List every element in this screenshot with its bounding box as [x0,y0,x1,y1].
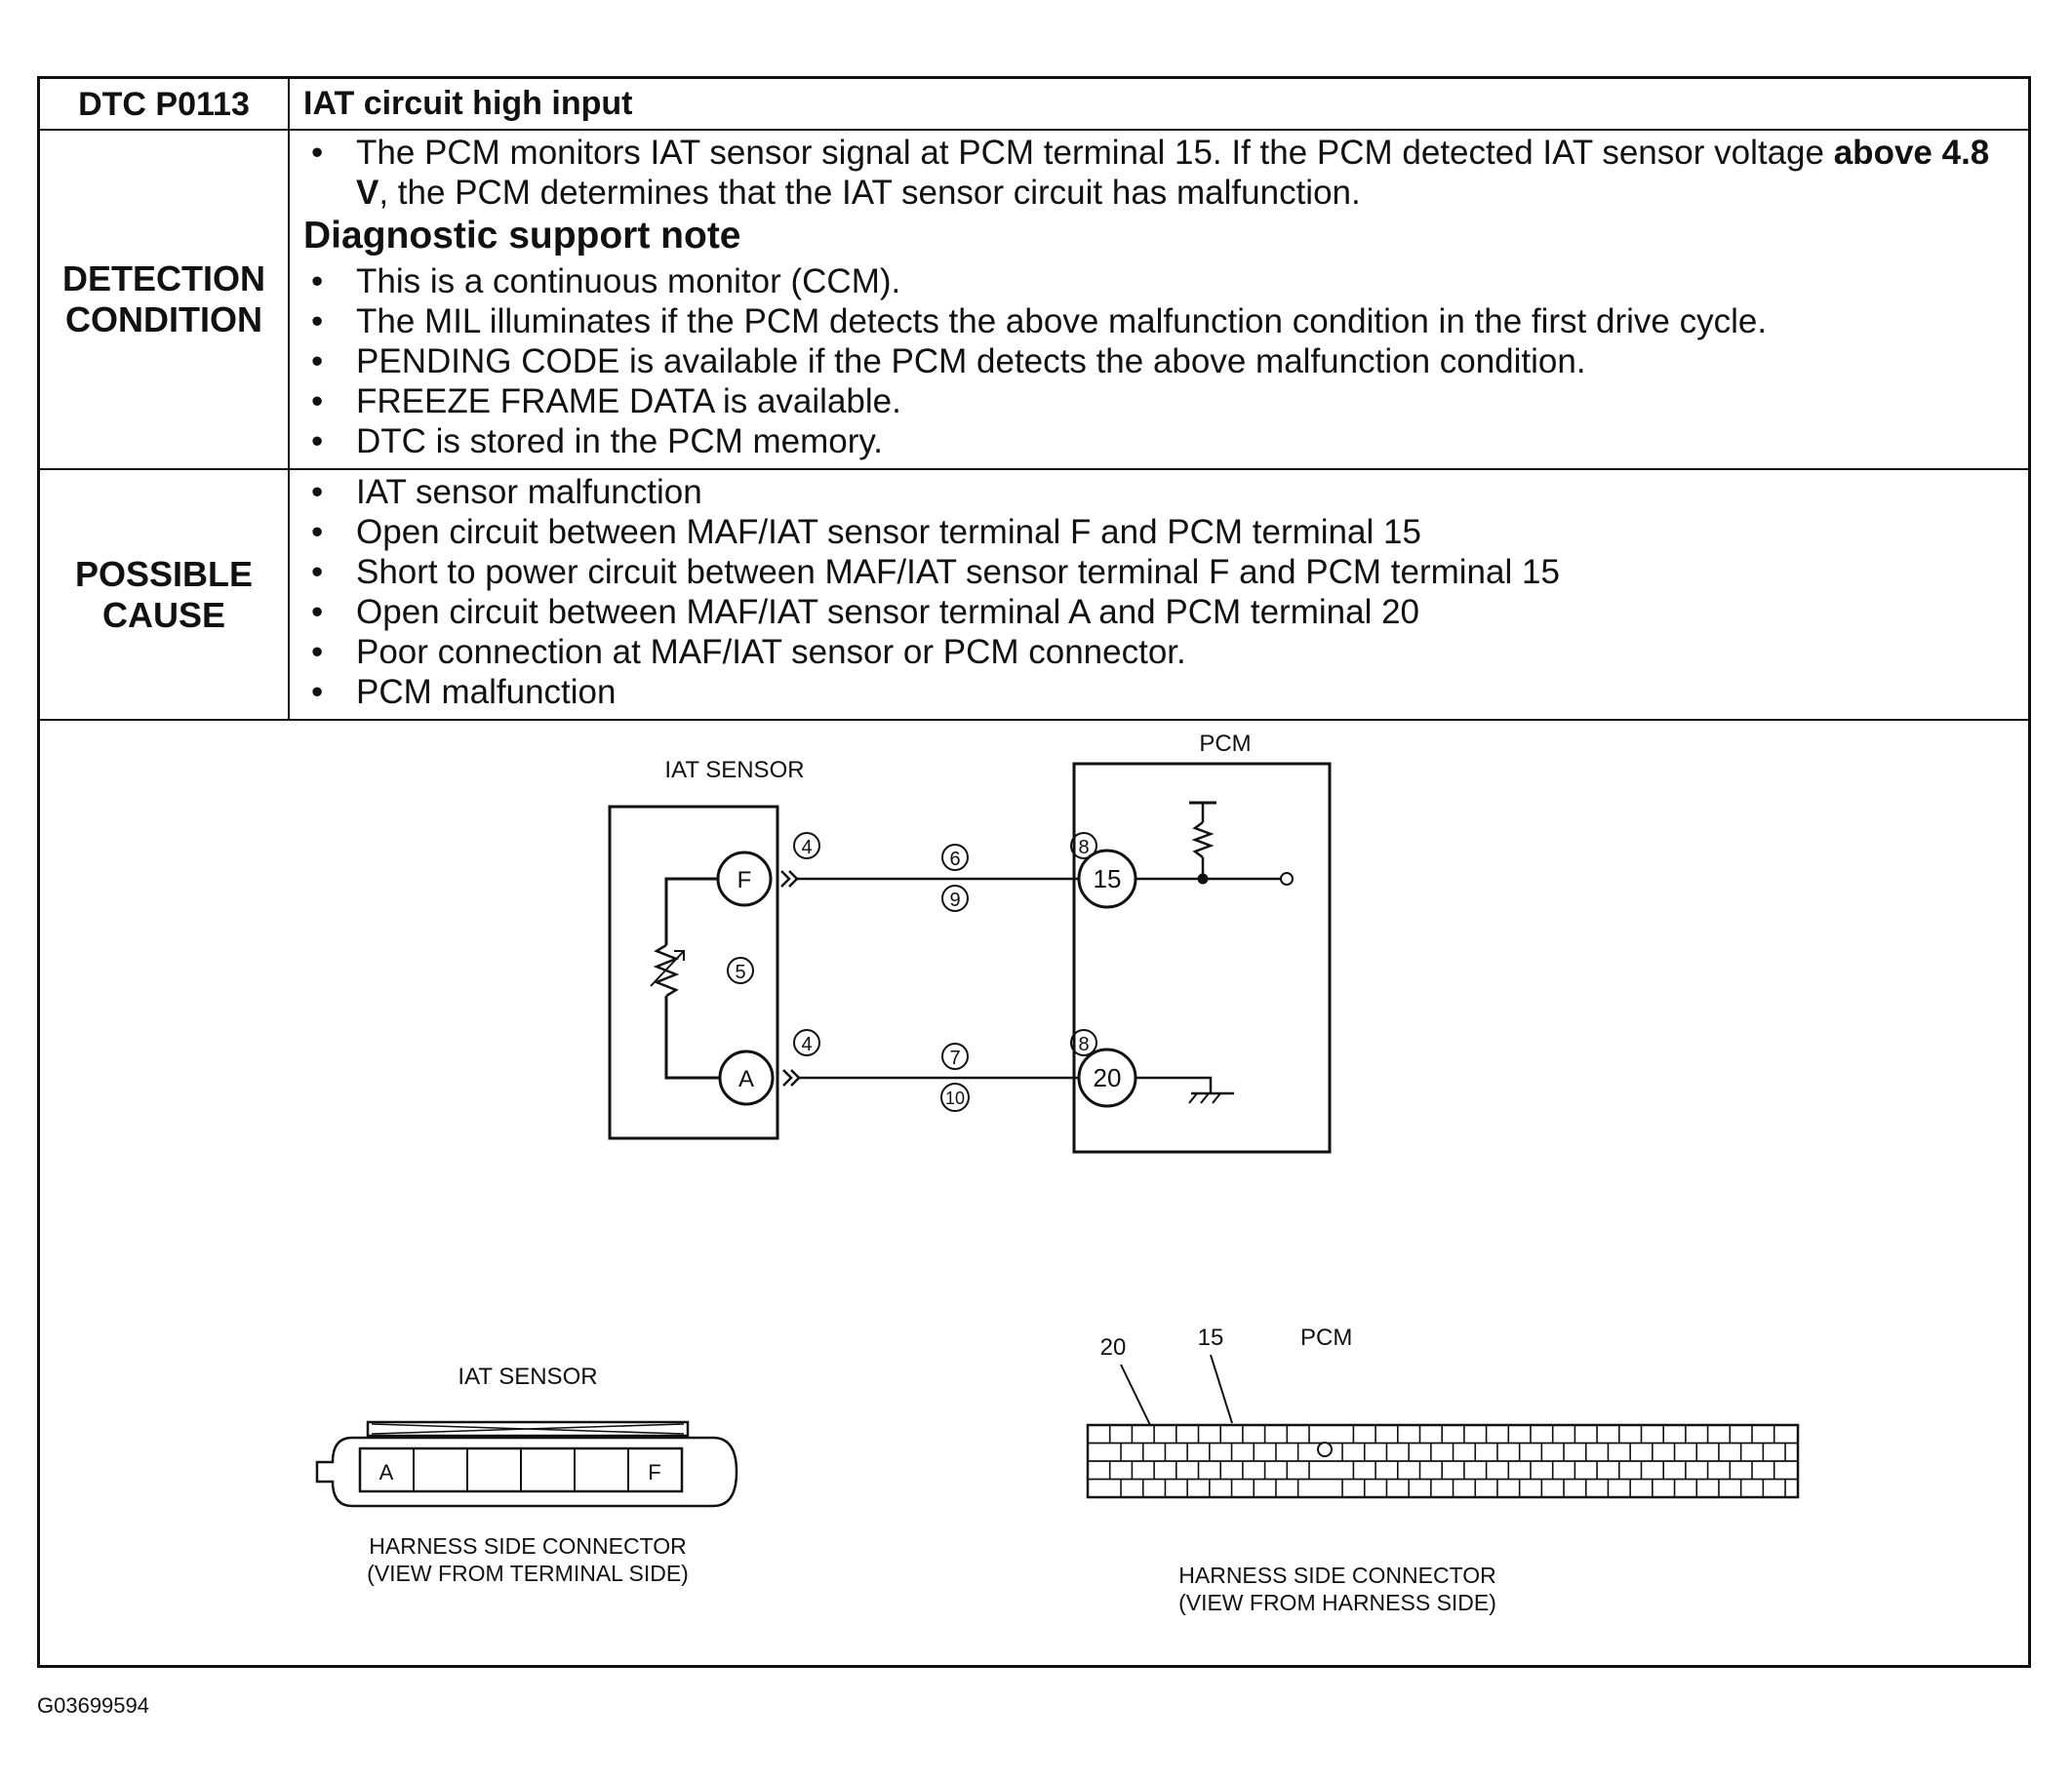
callout-4-text: 4 [801,1034,812,1055]
callout-8-text: 8 [1078,837,1089,858]
pcm-connector-caption-2: (VIEW FROM HARNESS SIDE) [1178,1590,1496,1615]
callout-8 [1070,832,1097,859]
thermistor-arrow [650,950,685,987]
callout-8 [1070,1029,1097,1056]
dtc-title: IAT circuit high input [303,85,633,122]
sensor-pin-f: F [648,1460,660,1485]
dtc-sheet: DTC P0113 IAT circuit high input DETECTI… [37,76,2031,1668]
detection-label-line2: CONDITION [64,299,262,339]
callout-5 [727,957,754,984]
lead-text-1: The PCM monitors IAT sensor signal at PC… [356,134,1834,172]
header-content: IAT circuit high input [290,79,2028,129]
pcm-box-label: PCM [1199,731,1251,757]
thermistor-arrow-head [674,950,685,961]
detection-label-line1: DETECTION [61,258,265,298]
connector-chevron [782,1069,793,1087]
cause-item: IAT sensor malfunction [290,472,2028,512]
ground-symbol [1212,1092,1221,1104]
pcm-terminal-15-label: 15 [1094,864,1122,893]
ground-symbol [1188,1092,1198,1104]
detection-lead-item: The PCM monitors IAT sensor signal at PC… [290,133,2028,213]
sensor-internal-wire [664,877,718,945]
callout-4-text: 4 [801,837,812,858]
support-note-item: DTC is stored in the PCM memory. [290,421,2028,461]
pin15-leader [1210,1354,1233,1424]
support-note-item: The MIL illuminates if the PCM detects t… [290,301,2028,341]
callout-9 [941,885,969,912]
sensor-internal-wire [664,996,720,1080]
support-note-item: This is a continuous monitor (CCM). [290,261,2028,301]
ground-symbol [1200,1092,1210,1104]
pcm-ground-wire [1136,1076,1213,1093]
sensor-connector-caption-2: (VIEW FROM TERMINAL SIDE) [367,1561,689,1586]
sensor-pin-a: A [379,1460,394,1485]
cause-item: Short to power circuit between MAF/IAT s… [290,552,2028,592]
pcm-connector-caption-1: HARNESS SIDE CONNECTOR [1178,1563,1495,1588]
pcm-connector-grid [1086,1423,1800,1499]
lead-text-2: , the PCM determines that the IAT sensor… [379,174,1361,212]
connector-chevron [780,870,791,888]
pin20-leader [1120,1364,1151,1426]
callout-8-text: 8 [1078,1034,1089,1055]
sensor-box-label: IAT SENSOR [664,757,804,783]
callout-4 [793,832,820,859]
callout-9-text: 9 [949,890,960,911]
cause-content: IAT sensor malfunction Open circuit betw… [290,470,2028,719]
support-note-item: PENDING CODE is available if the PCM det… [290,341,2028,381]
detection-label: DETECTION CONDITION [40,131,290,468]
cause-item: Open circuit between MAF/IAT sensor term… [290,512,2028,552]
sensor-connector-body [315,1436,738,1508]
cause-item: PCM malfunction [290,672,2028,712]
sensor-connector-caption-1: HARNESS SIDE CONNECTOR [369,1533,686,1559]
detection-row: DETECTION CONDITION The PCM monitors IAT… [40,131,2028,470]
callout-6-text: 6 [949,849,960,870]
callout-10 [940,1083,970,1112]
cause-item: Open circuit between MAF/IAT sensor term… [290,592,2028,632]
cause-item: Poor connection at MAF/IAT sensor or PCM… [290,632,2028,672]
wiring-diagram: IAT SENSOR F A 5 4 4 6 9 [315,731,1800,1615]
pcm-terminal-20-label: 20 [1094,1063,1122,1092]
detection-lead-list: The PCM monitors IAT sensor signal at PC… [290,133,2028,213]
pcm-connector-pin20-label: 20 [1100,1334,1127,1361]
cause-label-line2: CAUSE [101,594,225,635]
callout-7-text: 7 [949,1048,960,1069]
figure-id: G03699594 [37,1693,149,1718]
support-note-heading: Diagnostic support note [303,215,741,257]
sensor-connector-label: IAT SENSOR [458,1364,597,1390]
cause-list: IAT sensor malfunction Open circuit betw… [290,472,2028,712]
pcm-connector-label: PCM [1300,1325,1352,1351]
cause-label-line1: POSSIBLE [74,553,254,594]
callout-6 [941,844,969,871]
lead-threshold: above 4.8 V [356,134,1990,212]
header-row: DTC P0113 IAT circuit high input [40,79,2028,131]
pcm-box [1072,762,1332,1154]
callout-5-text: 5 [735,962,745,983]
pcm-connector-key [1317,1442,1333,1457]
pullup-resistor [1191,821,1215,858]
sensor-terminal-f-label: F [737,867,752,893]
sensor-box [608,805,779,1140]
cause-label: POSSIBLE CAUSE [40,470,290,719]
callout-10-text: 10 [945,1089,965,1108]
latch-hatch [371,1423,685,1435]
pcm-signal-node [1280,872,1294,886]
support-note-item: FREEZE FRAME DATA is available. [290,381,2028,421]
pcm-connector-pin15-label: 15 [1198,1325,1224,1351]
callout-7 [941,1043,969,1070]
connector-latch [366,1420,690,1438]
callout-4 [793,1029,820,1056]
cause-row: POSSIBLE CAUSE IAT sensor malfunction Op… [40,470,2028,721]
support-note-list: This is a continuous monitor (CCM). The … [290,261,2028,461]
sensor-terminal-a-label: A [738,1066,754,1092]
detection-content: The PCM monitors IAT sensor signal at PC… [290,131,2028,468]
dtc-code: DTC P0113 [40,79,290,129]
